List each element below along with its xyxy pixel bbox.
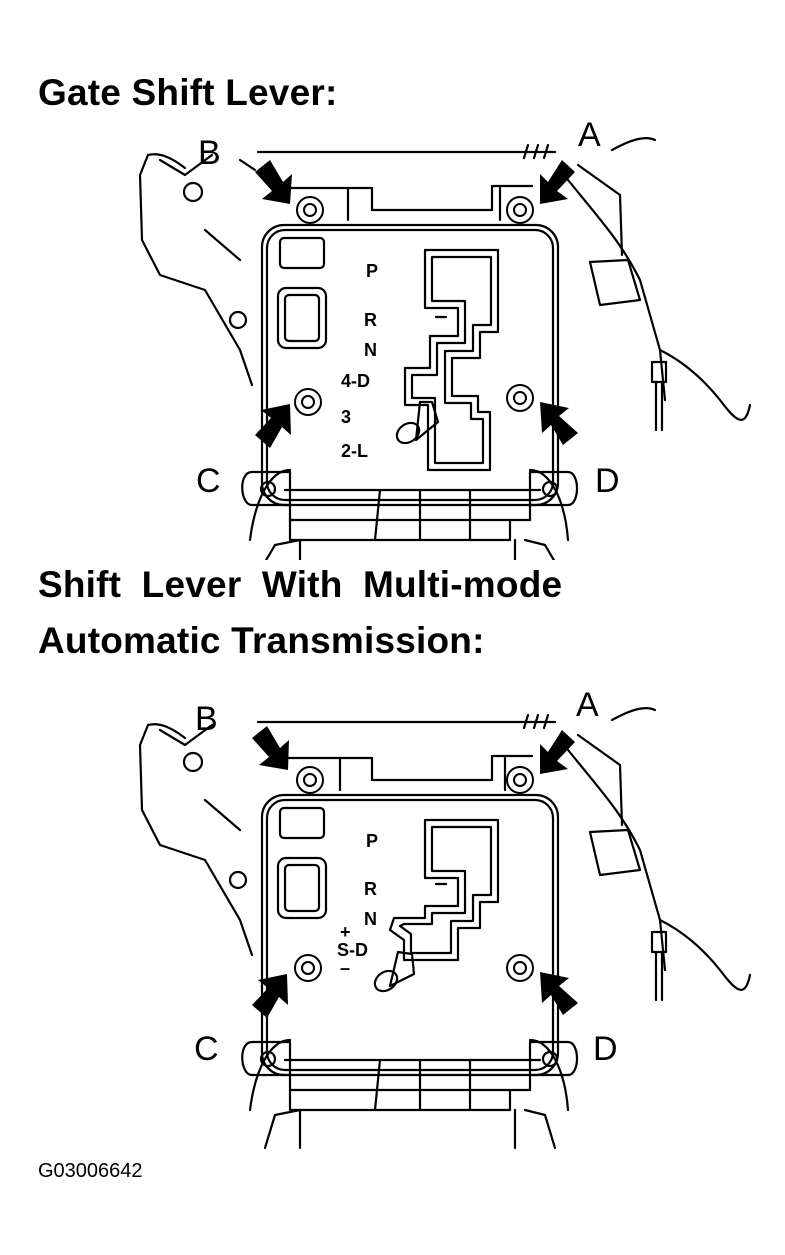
multimode-shift-lever-figure: B A C D P R N + S-D –: [0, 670, 785, 1150]
callout-c: C: [196, 462, 221, 500]
gate-shift-lever-figure: B A C D P R N 4-D 3 2-L: [0, 100, 785, 560]
label-minus: –: [340, 958, 350, 978]
callout-a: A: [576, 686, 599, 724]
callout-a: A: [578, 116, 601, 154]
arrow-d: [540, 402, 578, 445]
label-s-d: S-D: [337, 940, 368, 960]
label-plus: +: [340, 922, 351, 942]
callout-b: B: [195, 700, 218, 738]
callout-c: C: [194, 1030, 219, 1068]
arrow-d: [540, 972, 578, 1015]
label-2-l: 2-L: [341, 441, 368, 461]
arrow-c: [255, 404, 291, 448]
callout-d: D: [595, 462, 620, 500]
label-r: R: [364, 879, 377, 899]
label-p: P: [366, 831, 378, 851]
label-4-d: 4-D: [341, 371, 370, 391]
arrow-c: [252, 974, 288, 1018]
figure-id: G03006642: [38, 1160, 143, 1182]
arrow-b: [255, 160, 292, 204]
multimode-title-line2: Automatic Transmission:: [38, 620, 485, 661]
arrow-b: [252, 726, 289, 770]
arrow-a: [540, 160, 575, 204]
label-3: 3: [341, 407, 351, 427]
arrow-a: [540, 730, 575, 774]
callout-d: D: [593, 1030, 618, 1068]
label-r: R: [364, 310, 377, 330]
label-n: N: [364, 909, 377, 929]
label-n: N: [364, 340, 377, 360]
label-p: P: [366, 261, 378, 281]
multimode-title-line1: Shift Lever With Multi-mode: [38, 564, 563, 605]
gate-shift-lever-title: Gate Shift Lever:: [38, 72, 338, 113]
callout-b: B: [198, 134, 221, 172]
